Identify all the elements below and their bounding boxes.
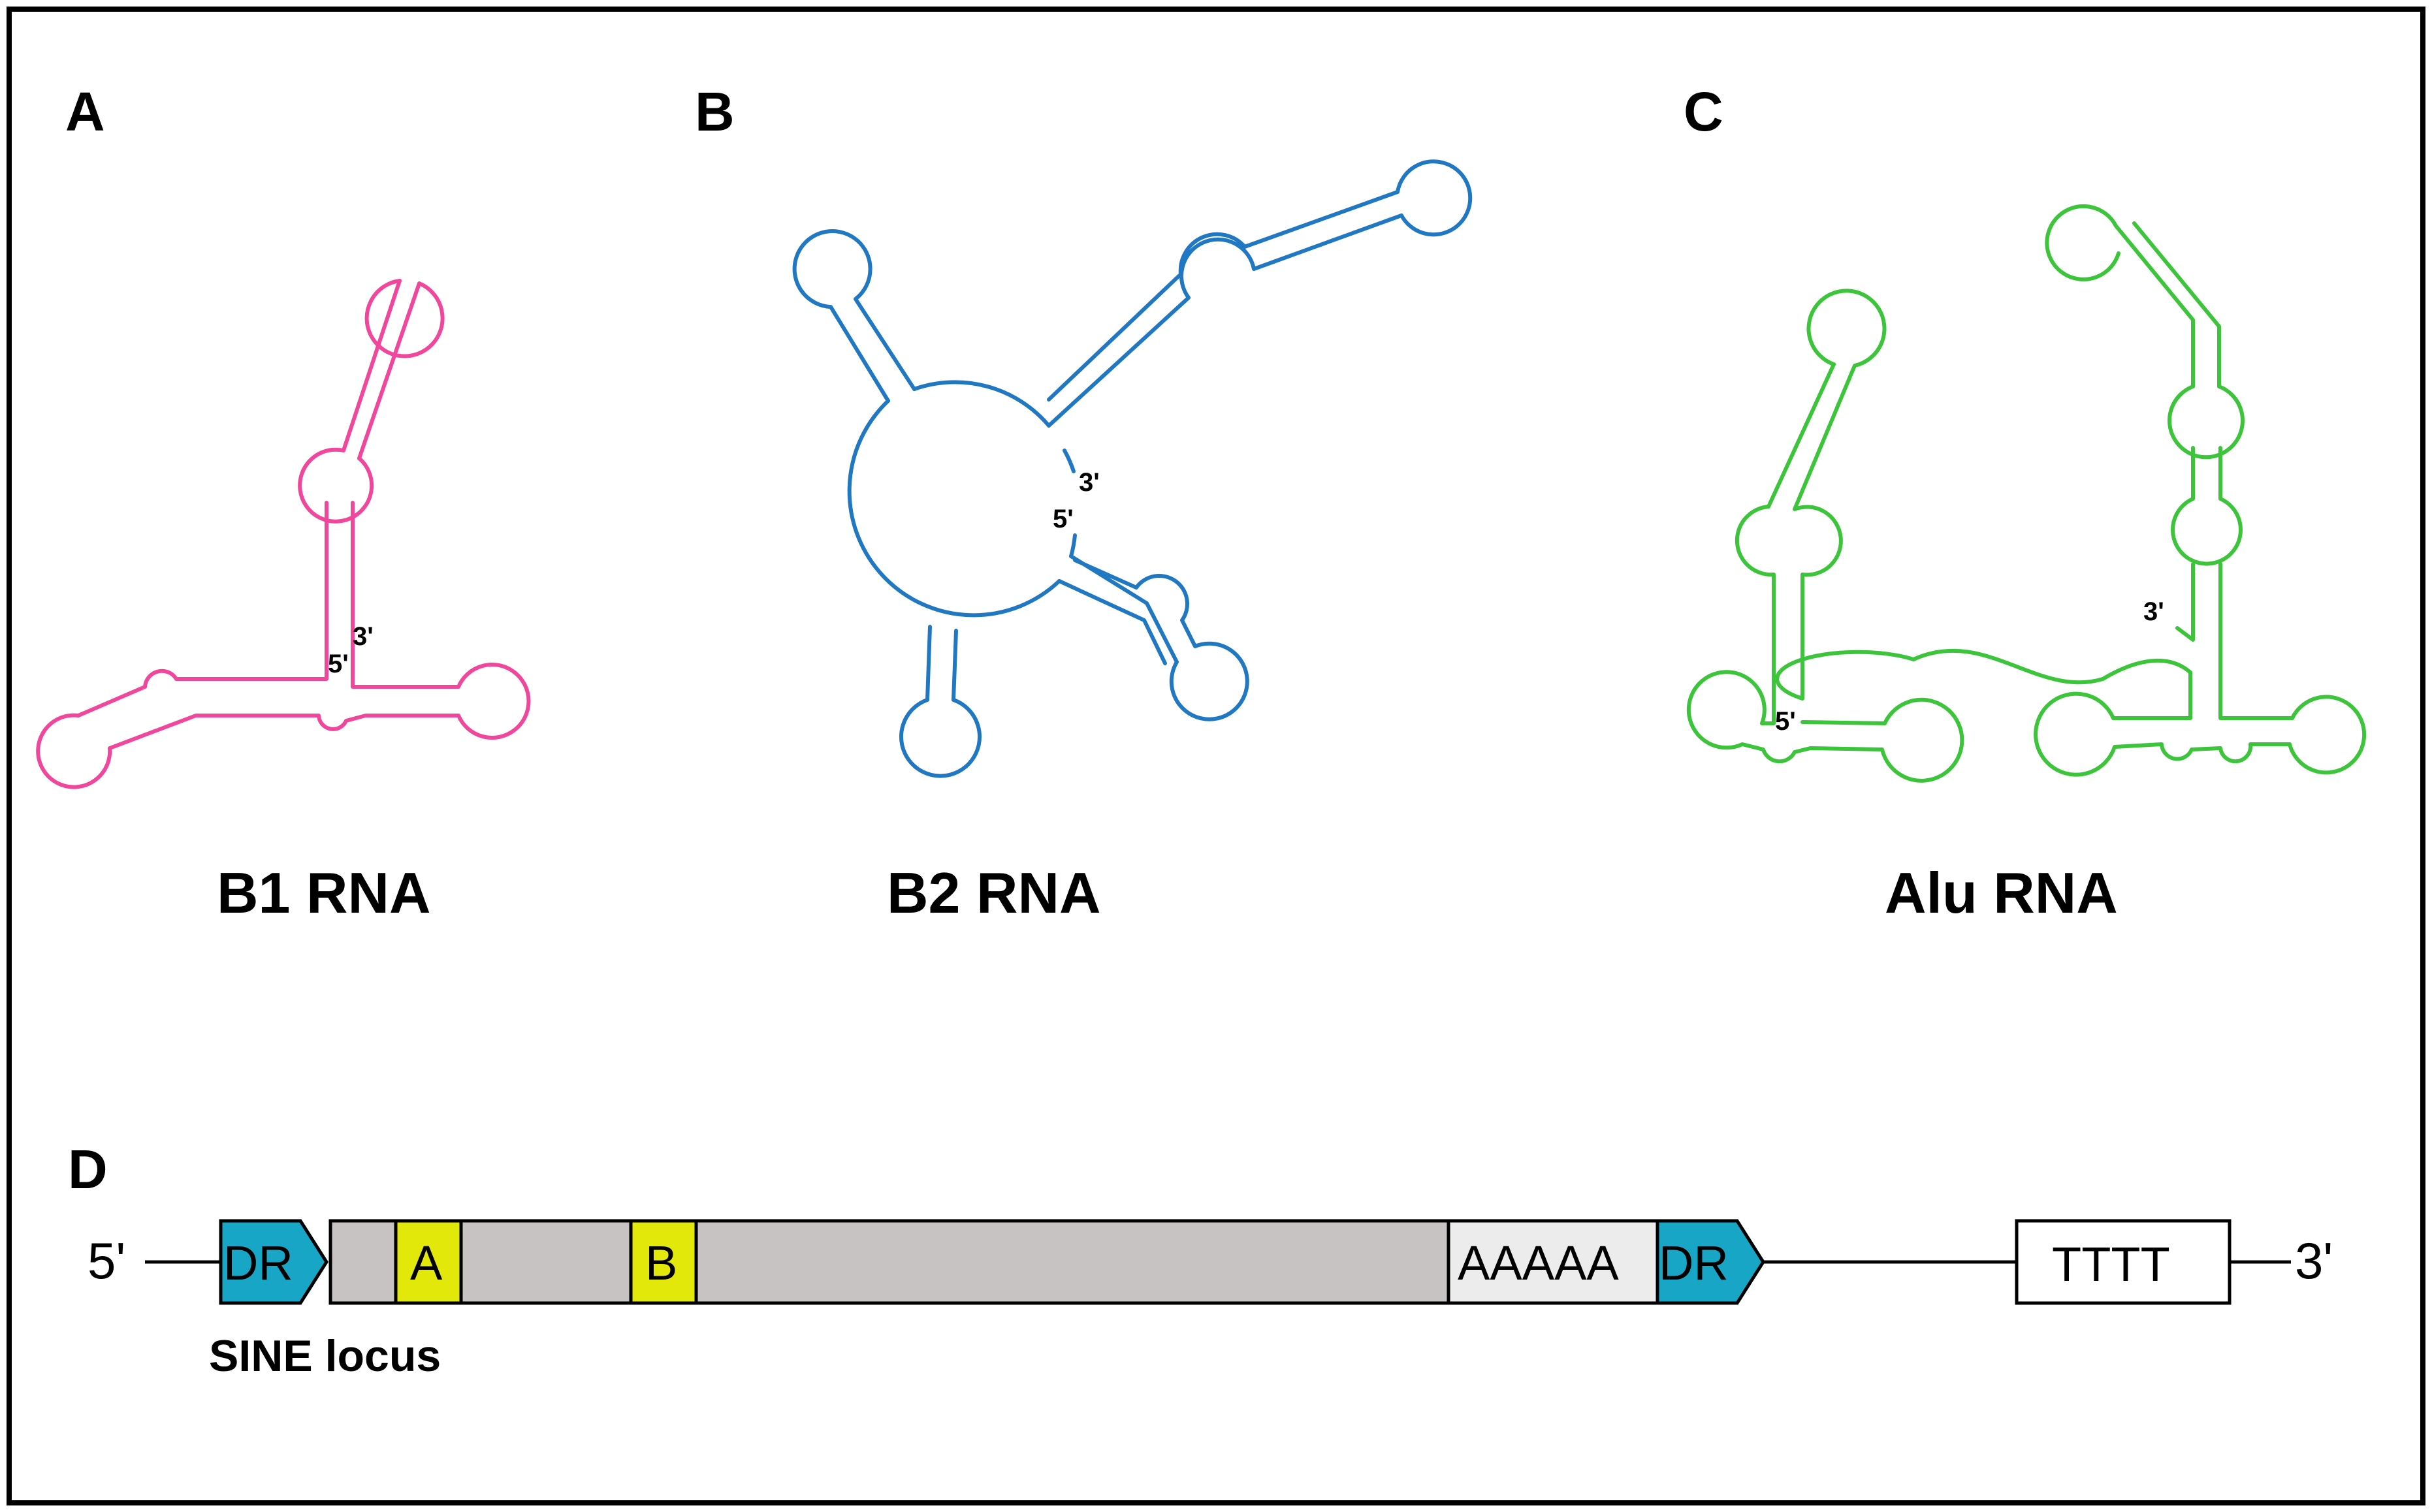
panel-b: B 3' 5' B2 RNA xyxy=(695,81,1473,925)
b2-bottom-stem xyxy=(899,625,982,778)
b1-middle-bulge xyxy=(298,447,374,524)
box-a xyxy=(394,1219,463,1305)
polya-tail xyxy=(1447,1219,1659,1305)
b1-top-hairpin xyxy=(357,279,445,460)
sine-locus-caption: SINE locus xyxy=(209,1331,441,1381)
b1-vertical-stem-right xyxy=(351,501,460,689)
alu-end-5prime: 5' xyxy=(1775,707,1796,736)
alu-left-bottom-hairpins xyxy=(1686,670,1964,783)
b2-upper-right-stem xyxy=(1047,159,1473,428)
b2-rna-structure xyxy=(792,159,1473,778)
panel-c-letter: C xyxy=(1684,81,1723,142)
b2-lower-right-stem-back xyxy=(1057,579,1167,665)
b1-rna-label: B1 RNA xyxy=(217,860,431,925)
polya-label: AAAAA xyxy=(1458,1236,1619,1290)
panel-a: A 3' 5' B1 RNA xyxy=(36,81,531,925)
alu-left-arm-hairpin xyxy=(1775,289,2192,701)
dr-right-arrow xyxy=(1656,1219,1765,1305)
alu-rna-label: Alu RNA xyxy=(1885,860,2118,925)
alu-right-arm-stem xyxy=(2175,562,2294,720)
b1-top-stem-back xyxy=(342,279,402,452)
b2-rna-label: B2 RNA xyxy=(887,860,1101,925)
dr-right-label: DR xyxy=(1659,1236,1729,1290)
alu-right-arm-lower xyxy=(2171,446,2243,566)
box-b-label: B xyxy=(645,1236,677,1290)
b2-upper-left-stem xyxy=(792,229,916,403)
locus-3prime-end: 3' xyxy=(2295,1232,2333,1289)
alu-right-arm xyxy=(2045,204,2245,460)
alu-end-3prime: 3' xyxy=(2143,597,2164,626)
alu-right-bottom-hairpins xyxy=(2034,670,2367,777)
b2-end-5prime: 5' xyxy=(1053,505,1074,533)
terminator-label: TTTT xyxy=(2052,1237,2170,1291)
panel-b-letter: B xyxy=(695,81,735,142)
sine-body xyxy=(328,1219,1450,1305)
panel-d-letter: D xyxy=(68,1139,108,1200)
b1-end-5prime: 5' xyxy=(328,650,349,678)
b1-left-hairpin xyxy=(36,713,460,789)
panel-a-letter: A xyxy=(65,81,105,142)
dr-left-arrow xyxy=(219,1219,328,1305)
box-b xyxy=(629,1219,698,1305)
b2-central-loop xyxy=(847,399,1061,618)
b1-right-hairpin xyxy=(456,663,531,740)
b2-lower-right-stem xyxy=(1069,554,1249,721)
b1-rna-structure xyxy=(36,279,531,789)
b1-vertical-stem xyxy=(76,501,328,717)
box-a-label: A xyxy=(410,1236,443,1290)
panel-c: C 3' 5' Alu RNA xyxy=(1684,81,2367,925)
b2-central-loop-right xyxy=(1063,449,1076,473)
b2-end-3prime: 3' xyxy=(1079,468,1100,497)
b2-central-loop-top xyxy=(912,380,1051,428)
locus-5prime-end: 5' xyxy=(88,1232,125,1289)
alu-rna-structure xyxy=(1686,204,2367,783)
panel-d: D 5' DR A B AAAAA DR TTTT 3' SINE locus xyxy=(68,1139,2333,1381)
b1-end-3prime: 3' xyxy=(353,622,374,651)
alu-left-arm-back xyxy=(1735,362,1836,725)
dr-left-label: DR xyxy=(223,1236,293,1290)
